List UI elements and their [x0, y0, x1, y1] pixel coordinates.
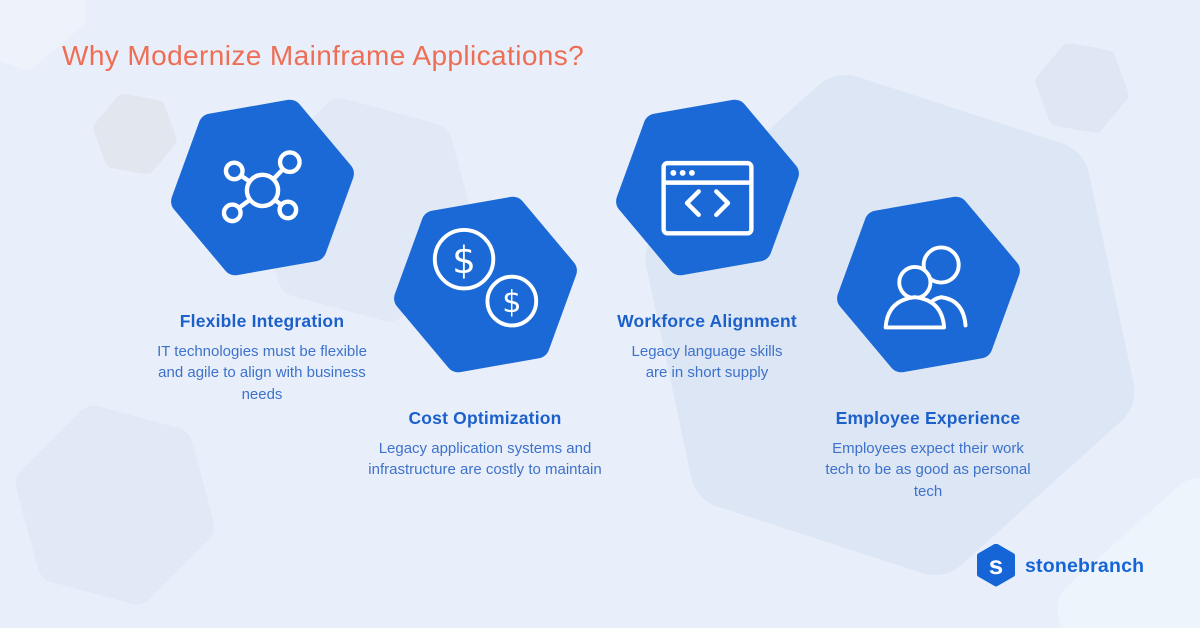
card-heading: Employee Experience: [835, 408, 1021, 428]
page-title: Why Modernize Mainframe Applications?: [62, 40, 585, 71]
svg-text:$: $: [502, 285, 521, 320]
stonebranch-hexagon-icon: s: [977, 544, 1015, 587]
card-description: Employees expect their work tech to be a…: [825, 440, 1031, 500]
dollar-coins-icon: $ $: [393, 196, 577, 373]
svg-text:$: $: [452, 239, 476, 282]
card-heading: Flexible Integration: [179, 311, 345, 331]
background-hexagon-corner-bottom-right: [1057, 478, 1200, 628]
background-hexagon-top-left: [93, 93, 177, 175]
card-description: Legacy language skills are in short supp…: [631, 343, 783, 382]
background-hexagon-corner-top-left: [0, 0, 87, 70]
stonebranch-logo: s stonebranch: [976, 544, 1144, 588]
card-workforce-alignment: Workforce Alignment Legacy language skil…: [587, 90, 827, 384]
background-hexagon-bottom-left: [15, 405, 215, 605]
card-flexible-integration: Flexible Integration IT technologies mus…: [142, 90, 382, 405]
code-window-icon: [615, 99, 799, 276]
card-description: IT technologies must be flexible and agi…: [157, 343, 367, 403]
card-heading: Cost Optimization: [408, 408, 562, 428]
card-heading: Workforce Alignment: [617, 311, 797, 331]
brand-wordmark: stonebranch: [1025, 554, 1145, 577]
two-users-icon: [836, 196, 1020, 373]
background-hexagon-top-right: [1035, 43, 1129, 133]
card-cost-optimization: $ $ Cost Optimization Legacy application…: [365, 187, 605, 481]
card-employee-experience: Employee Experience Employees expect the…: [808, 187, 1048, 502]
svg-text:s: s: [989, 550, 1003, 580]
card-description: Legacy application systems and infrastru…: [368, 440, 602, 479]
network-nodes-icon: [170, 99, 354, 276]
